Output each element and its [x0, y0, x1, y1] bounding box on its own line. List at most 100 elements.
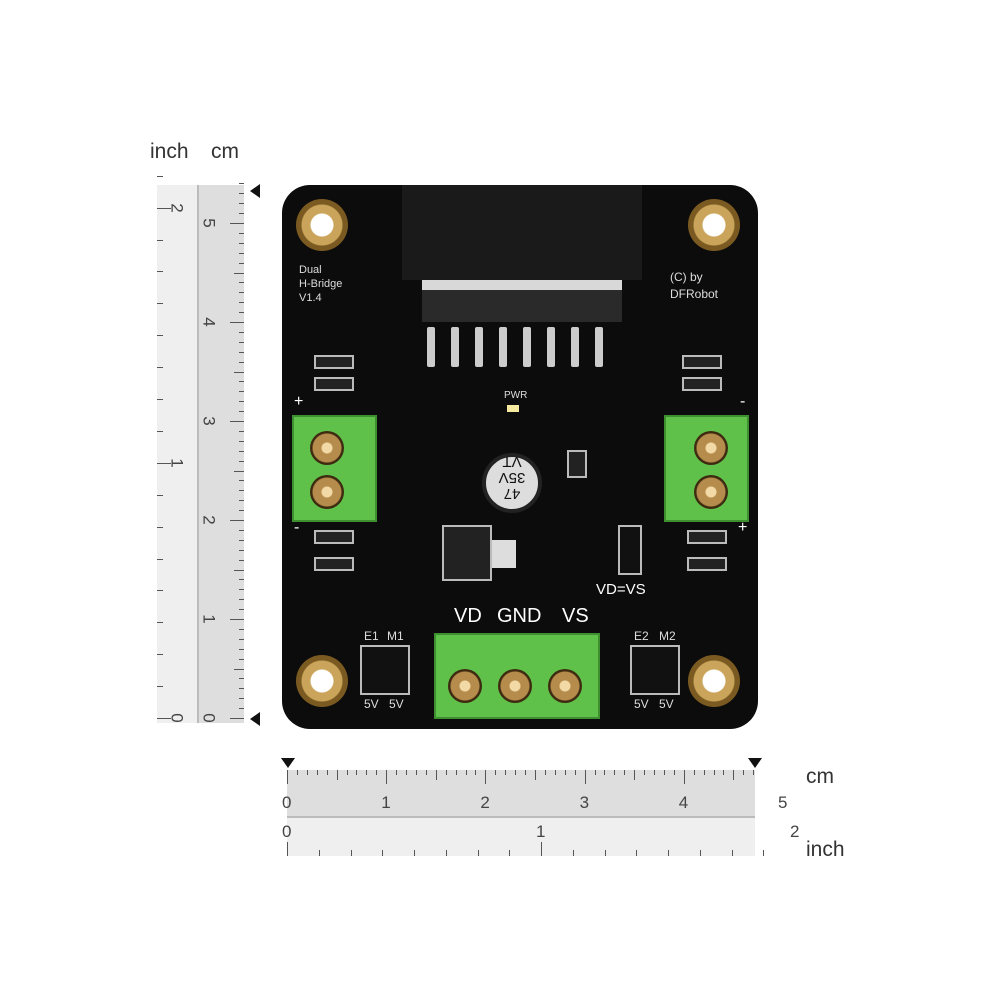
cm-tick — [396, 770, 398, 775]
cm-tick — [574, 770, 576, 775]
cm-tick — [356, 770, 358, 775]
inch-tick — [157, 654, 163, 656]
polarity-plus: + — [738, 519, 748, 536]
cm-tick — [535, 770, 536, 780]
inch-tick — [157, 622, 163, 624]
cm-tick — [445, 770, 447, 775]
cm-tick — [475, 770, 477, 775]
inch-tick — [445, 850, 447, 856]
label-m2: M2 — [659, 629, 676, 643]
inch-tick — [731, 850, 733, 856]
cm-tick — [366, 770, 368, 775]
cm-tick — [296, 770, 298, 775]
cm-tick — [239, 411, 244, 413]
jumper-label: VD=VS — [596, 581, 646, 598]
header-e1-m1[interactable] — [360, 645, 410, 695]
inch-tick — [699, 850, 701, 856]
transistor — [567, 450, 587, 478]
ruler-unit-cm-h: cm — [806, 765, 834, 788]
vertical-cm-ruler — [197, 185, 244, 723]
cm-label: 4 — [199, 317, 219, 327]
copyright: (C) by DFRobot — [670, 269, 718, 303]
cap-series: VT — [502, 453, 522, 470]
cm-tick — [239, 638, 244, 640]
marker-bottom-icon — [250, 712, 260, 726]
screw — [448, 669, 482, 703]
ic-pin — [475, 327, 483, 367]
pwr-label: PWR — [504, 390, 528, 401]
screw — [498, 669, 532, 703]
power-terminal — [434, 633, 600, 719]
cm-tick — [234, 569, 244, 571]
inch-tick — [157, 239, 163, 241]
vertical-inch-ruler — [157, 185, 197, 723]
cm-label: 0 — [282, 793, 292, 812]
inch-label: 1 — [167, 458, 187, 468]
cm-tick — [230, 718, 244, 719]
cm-tick — [554, 770, 556, 775]
cm-tick — [336, 770, 338, 780]
cm-tick — [239, 341, 244, 343]
cm-tick — [239, 361, 244, 363]
inch-label: 2 — [167, 203, 187, 213]
cm-tick — [234, 470, 244, 472]
inch-tick — [157, 399, 163, 400]
cm-tick — [239, 648, 244, 650]
cm-tick — [239, 480, 244, 482]
ruler-unit-inch-h: inch — [806, 838, 845, 861]
cm-tick — [239, 351, 244, 353]
vd-vs-jumper[interactable] — [618, 525, 642, 575]
cm-tick — [234, 668, 244, 670]
cm-label: 3 — [579, 793, 590, 812]
cm-tick — [634, 770, 636, 780]
cm-tick — [346, 770, 348, 775]
motor1-terminal — [292, 415, 377, 522]
cm-tick — [505, 770, 507, 775]
inch-tick — [604, 850, 606, 856]
cm-label: 1 — [199, 614, 219, 624]
cm-tick — [624, 770, 626, 775]
diode — [687, 530, 727, 544]
copyright-line: DFRobot — [670, 287, 719, 301]
label-e2: E2 — [634, 629, 649, 643]
label-m1: M1 — [387, 629, 404, 643]
inch-tick — [157, 558, 163, 560]
screw — [548, 669, 582, 703]
diode — [682, 355, 722, 369]
cm-tick — [239, 579, 244, 581]
voltage-regulator — [442, 525, 492, 581]
ic-pin — [499, 327, 507, 367]
cm-tick — [644, 770, 646, 775]
inch-tick — [157, 367, 163, 369]
cm-label: 0 — [199, 713, 219, 723]
cm-tick — [544, 770, 546, 775]
inch-tick — [668, 850, 669, 856]
label-vs: VS — [562, 605, 589, 627]
cm-tick — [239, 183, 244, 185]
cm-tick — [234, 371, 244, 373]
cm-tick — [239, 609, 244, 611]
cm-tick — [287, 770, 288, 784]
cm-tick — [733, 770, 735, 780]
cm-tick — [654, 770, 656, 775]
inch-tick — [157, 494, 163, 496]
cm-tick — [415, 770, 417, 775]
cm-tick — [723, 770, 725, 775]
mounting-hole — [296, 655, 348, 707]
marker-top-icon — [250, 184, 260, 198]
inch-tick — [763, 850, 765, 856]
label-5v: 5V — [389, 697, 404, 711]
cm-tick — [713, 770, 715, 775]
cm-label: 3 — [199, 416, 219, 426]
label-e1: E1 — [364, 629, 379, 643]
cm-tick — [455, 770, 457, 775]
header-e2-m2[interactable] — [630, 645, 680, 695]
cm-tick — [239, 678, 244, 680]
cm-tick — [604, 770, 606, 775]
label-gnd: GND — [497, 605, 542, 627]
inch-tick — [414, 850, 415, 856]
cm-label: 4 — [678, 793, 689, 812]
title-line: H-Bridge — [299, 278, 343, 290]
cm-tick — [239, 282, 244, 284]
mounting-hole — [688, 199, 740, 251]
